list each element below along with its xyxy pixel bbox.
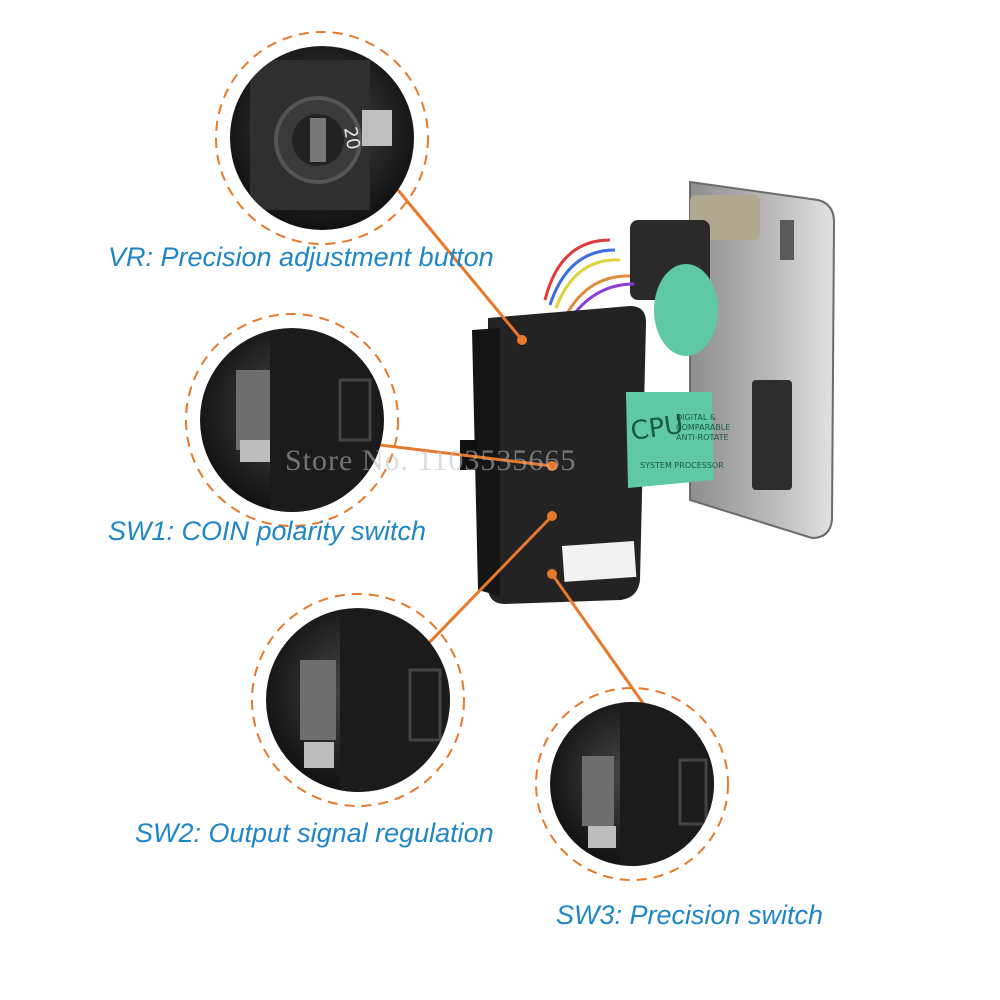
zoom-circle-sw2 (251, 593, 465, 807)
label-sw2: SW2: Output signal regulation (135, 818, 494, 848)
zoom-circle-sw3 (535, 687, 729, 881)
zoom-circle-sw1 (185, 313, 399, 527)
cpu-label: CPU (629, 410, 686, 447)
label-sw1: SW1: COIN polarity switch (108, 516, 427, 546)
coin-acceptor-device: CPU DIGITAL & COMPARABLE ANTI-ROTATE SYS… (460, 180, 836, 604)
svg-text:COMPARABLE: COMPARABLE (676, 423, 730, 432)
label-sw3: SW3: Precision switch (556, 900, 824, 930)
store-watermark: Store No. 1103535665 (285, 444, 577, 477)
svg-text:ANTI-ROTATE: ANTI-ROTATE (676, 433, 729, 442)
label-vr: VR: Precision adjustment button (108, 242, 494, 272)
callout-lines (379, 189, 647, 707)
zoom-circle-vr: 20 (215, 31, 429, 245)
svg-text:SYSTEM PROCESSOR: SYSTEM PROCESSOR (640, 461, 724, 470)
svg-text:DIGITAL &: DIGITAL & (676, 413, 716, 422)
dial-marking: 20 (339, 125, 364, 151)
